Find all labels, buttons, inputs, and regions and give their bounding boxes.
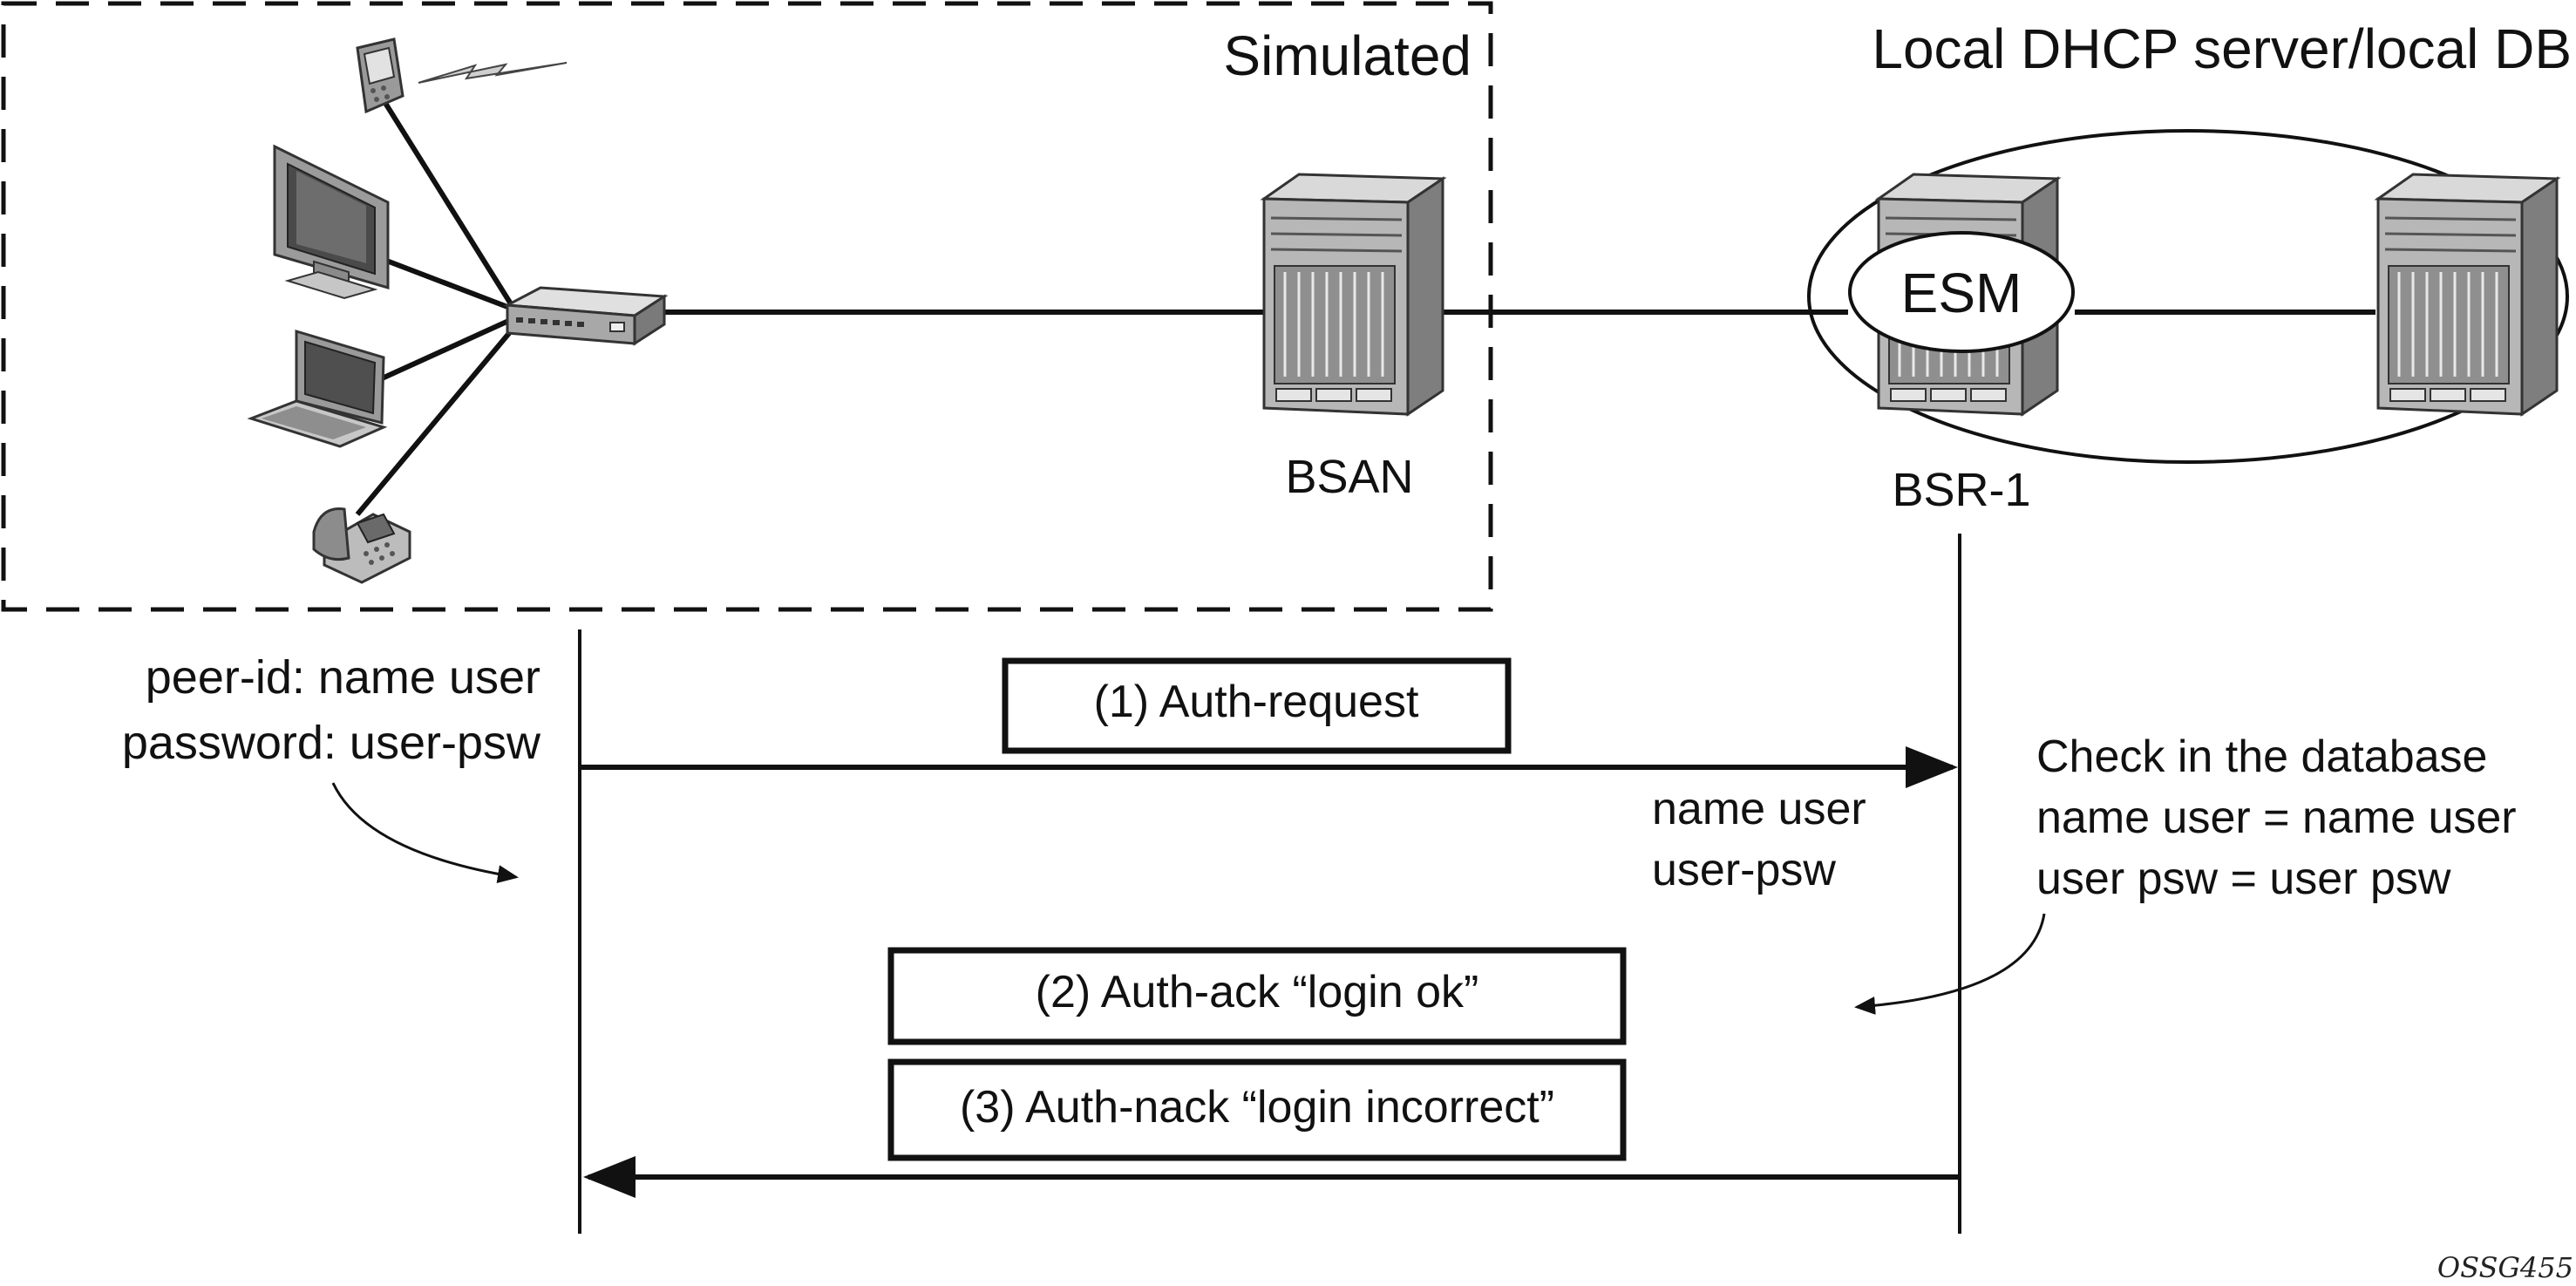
network-links — [355, 99, 2375, 516]
wireless-signal-icon — [418, 62, 568, 84]
credentials-peer-id: peer-id: name user — [146, 651, 540, 704]
server-region-label: Local DHCP server/local DB — [1872, 17, 2572, 80]
laptop-icon — [247, 329, 388, 448]
message-1-box — [1002, 657, 1512, 754]
bsr1-label: BSR-1 — [1892, 464, 2030, 516]
request-user-psw: user-psw — [1652, 845, 1836, 895]
credentials-password: password: user-psw — [122, 717, 541, 769]
message-1-label: (1) Auth-request — [1094, 677, 1419, 727]
esm-oval — [1848, 231, 2075, 353]
db-check-pointer-arrow — [1854, 913, 2046, 1015]
db-check-password: user psw = user psw — [2036, 854, 2451, 904]
bsan-label: BSAN — [1285, 451, 1413, 503]
figure-id: OSSG455 — [2437, 1251, 2573, 1284]
message-2-box — [887, 947, 1627, 1045]
simulated-region — [1, 1, 1493, 612]
db-server-icon — [2374, 173, 2561, 417]
message-3-label: (3) Auth-nack “login incorrect” — [960, 1082, 1554, 1133]
db-check-name: name user = name user — [2036, 793, 2517, 843]
desk-phone-icon — [312, 507, 411, 584]
message-2-label: (2) Auth-ack “login ok” — [1036, 967, 1479, 1017]
switch-icon — [502, 286, 669, 346]
credentials-pointer-arrow — [331, 782, 519, 883]
desktop-monitor-icon — [273, 144, 390, 300]
mobile-phone-icon — [356, 37, 404, 114]
esm-label: ESM — [1901, 262, 2022, 324]
local-db-ellipse — [1807, 129, 2569, 464]
db-check-title: Check in the database — [2036, 731, 2487, 782]
request-name-user: name user — [1652, 784, 1866, 834]
simulated-label: Simulated — [1223, 24, 1472, 87]
bsan-router-icon — [1260, 173, 1447, 417]
message-3-box — [887, 1058, 1627, 1161]
